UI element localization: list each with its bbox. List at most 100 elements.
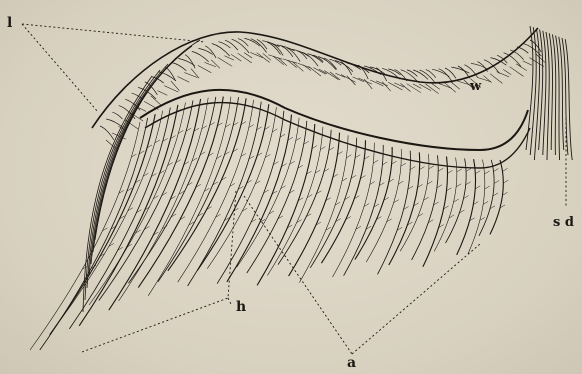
barb: [490, 160, 503, 234]
hair: [407, 84, 421, 93]
barbule: [457, 169, 462, 172]
outer-contour: [92, 28, 538, 128]
tuft-hair: [530, 27, 536, 155]
hair: [330, 72, 340, 80]
barb: [148, 97, 231, 296]
outer-barb: [83, 76, 152, 312]
hair: [218, 58, 232, 67]
barb: [30, 122, 140, 350]
hair: [211, 60, 220, 69]
hair: [451, 67, 469, 73]
barbule: [485, 186, 490, 189]
label-l: l: [7, 16, 12, 30]
barb: [158, 97, 239, 282]
hair: [432, 84, 440, 90]
hair: [318, 57, 336, 70]
hair: [347, 76, 356, 85]
barbule: [494, 181, 499, 184]
barb: [289, 133, 340, 277]
hair: [178, 77, 190, 83]
hair: [205, 46, 216, 58]
barb: [366, 149, 401, 262]
hair: [112, 112, 122, 119]
hair: [158, 91, 168, 96]
hair: [151, 96, 161, 105]
barbule: [503, 180, 508, 183]
hair: [341, 75, 355, 83]
hair: [426, 70, 436, 78]
outer-barb: [93, 46, 192, 252]
barb: [479, 160, 494, 236]
hair: [483, 76, 491, 83]
hair: [324, 71, 338, 80]
barb: [412, 155, 439, 260]
barbule: [438, 168, 443, 171]
tuft-hair: [543, 31, 546, 155]
barbule: [346, 155, 351, 158]
hair: [445, 68, 456, 78]
barb: [60, 111, 163, 322]
shaft-lower-edge: [145, 103, 530, 168]
barbule: [483, 201, 488, 204]
hair: [257, 39, 267, 49]
leader-l-lower: [22, 24, 98, 112]
barbule: [382, 162, 387, 165]
hair: [273, 56, 284, 65]
label-w: w: [470, 80, 481, 93]
hair: [335, 73, 345, 77]
hair: [353, 77, 364, 82]
label-a: a: [347, 356, 356, 370]
sd-tuft-group: [526, 26, 572, 160]
outer-barb: [91, 52, 184, 264]
hair: [451, 82, 460, 89]
outer-barb: [89, 58, 176, 276]
barbule: [427, 181, 432, 184]
hair: [178, 59, 195, 66]
barbule: [420, 167, 425, 170]
barbule: [401, 163, 406, 166]
barb: [310, 138, 356, 268]
hair: [278, 57, 287, 65]
hair: [283, 59, 297, 63]
tuft-hair: [559, 37, 564, 150]
hair: [401, 83, 411, 91]
hair: [503, 69, 511, 74]
hair: [268, 55, 282, 59]
barbule: [355, 155, 360, 158]
label-sd: s d: [553, 216, 574, 229]
outer-barb: [95, 40, 200, 240]
hair: [263, 53, 271, 60]
hair: [490, 74, 502, 84]
label-h: h: [236, 300, 246, 314]
hair: [198, 65, 212, 72]
barb: [468, 160, 485, 254]
barb: [434, 158, 457, 252]
hair: [432, 69, 449, 76]
leader-l-upper: [22, 24, 205, 42]
hair: [497, 72, 510, 77]
hair: [297, 51, 307, 59]
barbs-group: [30, 97, 508, 350]
barbule: [475, 186, 480, 189]
barbule: [429, 166, 434, 169]
leader-a-right: [352, 244, 480, 354]
hair: [516, 64, 527, 71]
hair: [523, 61, 532, 65]
hair: [250, 52, 262, 57]
hair: [199, 48, 213, 54]
hair: [238, 53, 252, 63]
hair: [184, 73, 197, 78]
tuft-hair: [552, 34, 555, 155]
barbule: [485, 171, 490, 174]
barb: [423, 157, 448, 267]
hair: [308, 54, 323, 63]
hair: [164, 86, 178, 93]
outer-barb: [87, 64, 168, 288]
hair: [219, 42, 231, 48]
barbule: [373, 160, 378, 163]
hair: [172, 63, 187, 71]
hair: [358, 78, 372, 84]
hair: [100, 126, 114, 140]
